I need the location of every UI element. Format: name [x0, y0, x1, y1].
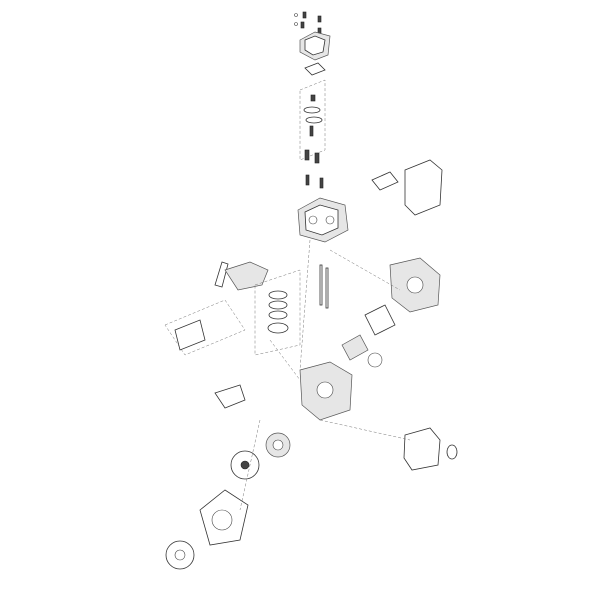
crankcase-cover: [389, 257, 441, 313]
muffler: [371, 159, 443, 216]
fan-housing: [199, 489, 249, 546]
recoil-starter: [165, 540, 195, 570]
air-filter: [164, 299, 246, 356]
valve-cover: [299, 31, 331, 61]
fuel-tank: [403, 427, 458, 471]
rocker-assembly: [299, 79, 326, 161]
intake-pipe: [214, 261, 269, 291]
crankcase: [299, 361, 353, 421]
valve-cover-gasket: [304, 62, 326, 76]
head-cover-bolts: [294, 11, 322, 35]
crankcase-gasket: [364, 304, 396, 336]
flywheel: [265, 432, 291, 458]
push-rods: [319, 264, 329, 309]
cylinder-head: [297, 197, 349, 243]
crankshaft: [341, 334, 383, 368]
dash-guide-lines: [239, 239, 411, 511]
cooling-fan: [230, 450, 260, 480]
piston-rings: [254, 269, 301, 356]
oil-guard: [214, 384, 246, 409]
valve-springs: [304, 149, 324, 189]
